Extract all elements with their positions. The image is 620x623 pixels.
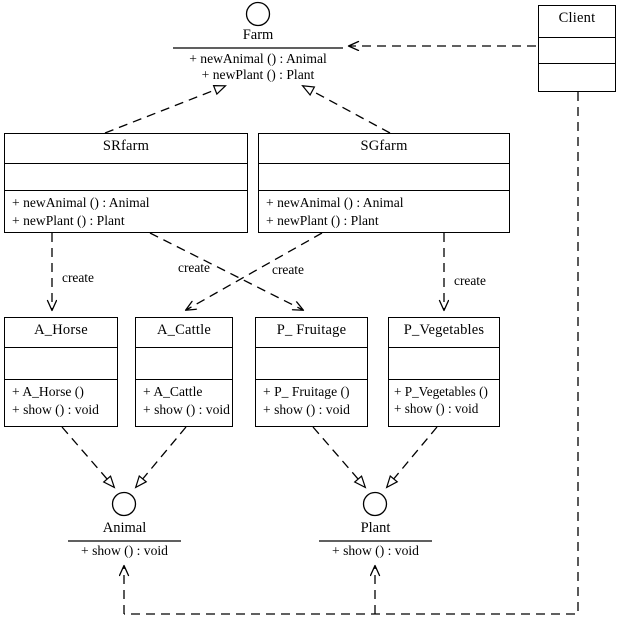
operation: + show () : void xyxy=(143,401,230,417)
operation: + A_Cattle xyxy=(143,384,203,399)
class-sgfarm-operations: + newAnimal () : Animal + newPlant () : … xyxy=(259,190,509,232)
interface-animal[interactable]: Animal + show () : void xyxy=(58,520,191,559)
class-a-cattle-attributes xyxy=(136,347,232,379)
class-srfarm[interactable]: SRfarm + newAnimal () : Animal + newPlan… xyxy=(4,133,248,233)
interface-farm[interactable]: Farm + newAnimal () : Animal + newPlant … xyxy=(163,27,353,84)
class-p-fruitage-operations: + P_ Fruitage () + show () : void xyxy=(256,379,367,421)
animal-interface-circle xyxy=(111,491,137,517)
class-p-fruitage[interactable]: P_ Fruitage + P_ Fruitage () + show () :… xyxy=(255,317,368,427)
operation: + show () : void xyxy=(394,401,479,417)
operation: + newPlant () : Plant xyxy=(12,212,125,228)
class-a-horse-attributes xyxy=(5,347,117,379)
edge-srfarm-to-farm xyxy=(104,85,227,134)
interface-animal-operations: + show () : void xyxy=(58,539,191,559)
edge-a-cattle-to-animal xyxy=(134,426,187,489)
operation: + P_ Fruitage () xyxy=(263,384,350,399)
operation: + P_Vegetables () xyxy=(394,384,488,399)
class-srfarm-attributes xyxy=(5,163,247,190)
class-sgfarm-name: SGfarm xyxy=(360,138,408,154)
edge-sgfarm-to-farm xyxy=(301,85,391,134)
edge-label-create-p-vegetables: create xyxy=(454,273,486,288)
interface-animal-name: Animal xyxy=(102,520,147,536)
plant-interface-circle xyxy=(362,491,388,517)
edge-a-horse-to-animal xyxy=(61,426,116,489)
operation: + A_Horse () xyxy=(12,384,84,399)
class-client[interactable]: Client xyxy=(538,5,616,92)
class-a-cattle-operations: + A_Cattle + show () : void xyxy=(136,379,232,421)
class-p-vegetables-attributes xyxy=(389,347,499,379)
operation: + newAnimal () : Animal xyxy=(12,195,150,210)
operation: + show () : void xyxy=(332,542,419,558)
class-a-cattle-name: A_Cattle xyxy=(157,322,211,338)
edge-label-create-a-cattle: create xyxy=(272,262,304,277)
class-a-horse-operations: + A_Horse () + show () : void xyxy=(5,379,117,421)
class-a-cattle[interactable]: A_Cattle + A_Cattle + show () : void xyxy=(135,317,233,427)
class-p-vegetables-operations: + P_Vegetables () + show () : void xyxy=(389,379,499,420)
class-p-vegetables-name: P_Vegetables xyxy=(403,322,485,338)
operation: + newAnimal () : Animal xyxy=(266,195,404,210)
operation: + newPlant () : Plant xyxy=(266,212,379,228)
class-p-fruitage-name: P_ Fruitage xyxy=(276,322,347,338)
class-sgfarm[interactable]: SGfarm + newAnimal () : Animal + newPlan… xyxy=(258,133,510,233)
class-p-vegetables[interactable]: P_Vegetables + P_Vegetables () + show ()… xyxy=(388,317,500,427)
class-client-attributes xyxy=(539,37,615,63)
operation: + newPlant () : Plant xyxy=(201,67,315,83)
class-p-fruitage-attributes xyxy=(256,347,367,379)
operation: + newAnimal () : Animal xyxy=(189,50,327,66)
interface-plant[interactable]: Plant + show () : void xyxy=(309,520,442,559)
class-srfarm-operations: + newAnimal () : Animal + newPlant () : … xyxy=(5,190,247,232)
interface-farm-operations: + newAnimal () : Animal + newPlant () : … xyxy=(163,46,353,84)
operation: + show () : void xyxy=(12,401,99,417)
class-client-operations xyxy=(539,63,615,91)
edge-label-create-a-horse: create xyxy=(62,270,94,285)
class-srfarm-name: SRfarm xyxy=(102,138,150,154)
class-a-horse[interactable]: A_Horse + A_Horse () + show () : void xyxy=(4,317,118,427)
interface-plant-operations: + show () : void xyxy=(309,539,442,559)
interface-farm-name: Farm xyxy=(242,27,274,43)
interface-plant-name: Plant xyxy=(360,520,391,536)
operation: + show () : void xyxy=(81,542,168,558)
farm-interface-circle xyxy=(245,1,271,27)
edge-p-vegetables-to-plant xyxy=(385,426,438,489)
class-sgfarm-attributes xyxy=(259,163,509,190)
edge-p-fruitage-to-plant xyxy=(312,426,367,489)
class-client-name: Client xyxy=(558,10,596,26)
edge-label-create-p-fruitage: create xyxy=(178,260,210,275)
class-a-horse-name: A_Horse xyxy=(34,322,88,338)
operation: + show () : void xyxy=(263,401,350,417)
